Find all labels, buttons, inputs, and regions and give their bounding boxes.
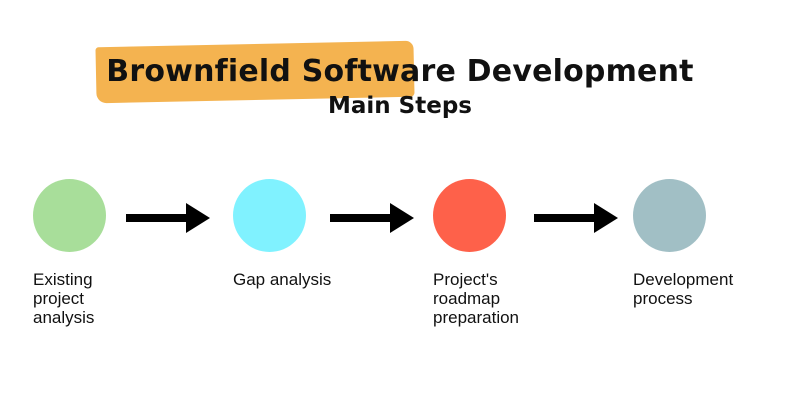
diagram-title: Brownfield Software Development [106,54,694,89]
step-label-gap-analysis: Gap analysis [233,270,332,289]
step-circle-existing-project-analysis [33,179,106,252]
right-arrow-icon [330,203,414,233]
right-arrow-icon [126,203,210,233]
step-label-roadmap-preparation: Project's roadmap preparation [433,270,520,327]
right-arrow-icon [534,203,618,233]
step-label-development-process: Development process [633,270,734,308]
diagram-subtitle: Main Steps [328,93,472,119]
step-circle-development-process [633,179,706,252]
step-label-existing-project-analysis: Existing project analysis [33,270,95,327]
step-circle-roadmap-preparation [433,179,506,252]
step-circle-gap-analysis [233,179,306,252]
